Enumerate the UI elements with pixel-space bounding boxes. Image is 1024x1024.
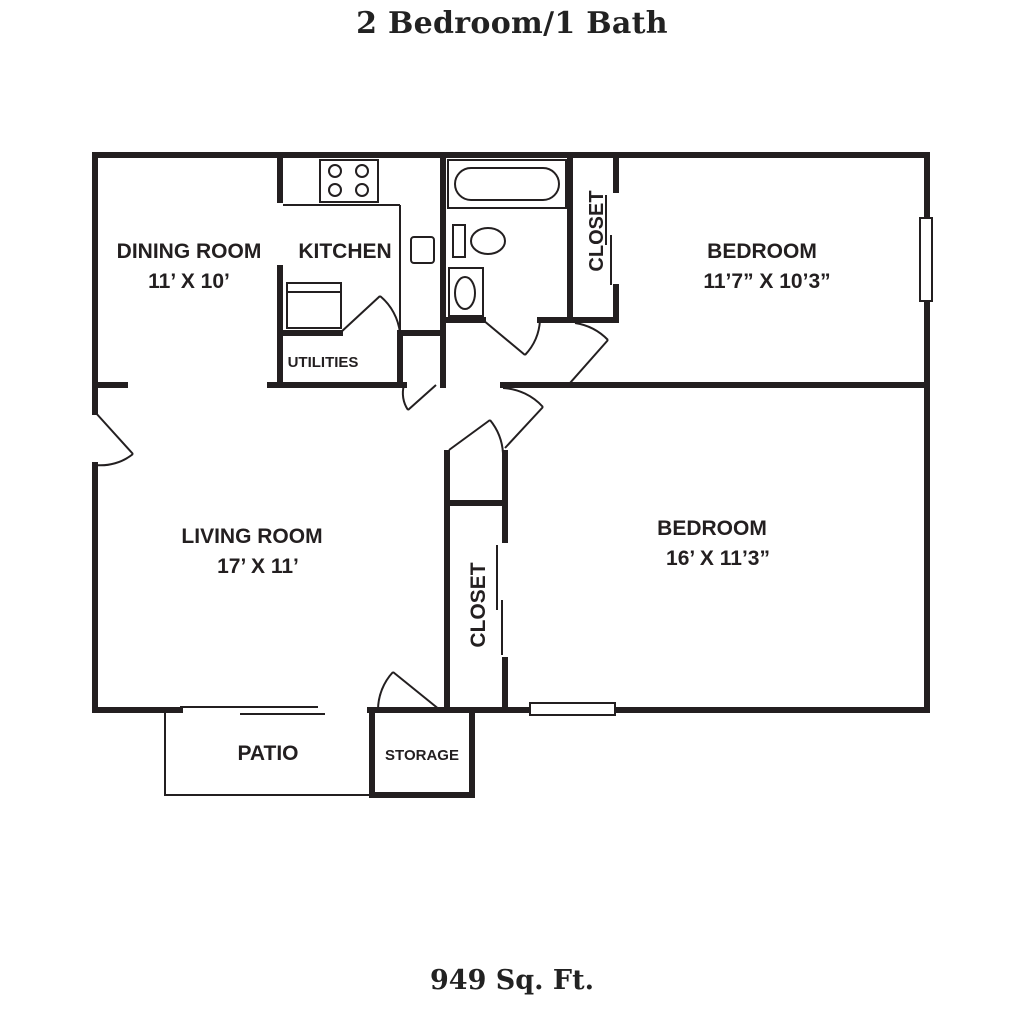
bedroom-top-size: 11’7” X 10’3” xyxy=(703,270,830,293)
closet-top-label: CLOSET xyxy=(586,190,608,271)
bathtub-icon xyxy=(447,159,567,209)
closet-mid-label: CLOSET xyxy=(467,562,490,647)
living-room-size: 17’ X 11’ xyxy=(217,555,299,578)
outer-walls xyxy=(92,152,930,713)
stove-icon xyxy=(319,159,379,203)
sink-icon xyxy=(448,267,484,317)
window-bottom xyxy=(529,702,616,716)
door-closet-mid xyxy=(448,419,504,454)
interior-walls xyxy=(92,152,930,713)
refrigerator-icon xyxy=(410,236,435,264)
patio-sliding-door xyxy=(180,706,325,715)
door-storage xyxy=(377,671,441,711)
door-bath xyxy=(482,319,541,356)
storage-label: STORAGE xyxy=(385,747,459,764)
door-kitchen xyxy=(339,295,401,334)
door-bedroom-main xyxy=(502,387,544,449)
patio-outline xyxy=(164,712,370,796)
kitchen-counter xyxy=(283,204,401,330)
dining-room-size: 11’ X 10’ xyxy=(148,270,230,293)
bedroom-main-label: BEDROOM xyxy=(657,517,767,540)
door-small-closet xyxy=(401,384,437,411)
dining-room-label: DINING ROOM xyxy=(117,240,262,263)
washer-dryer-icon xyxy=(286,282,342,329)
kitchen-label: KITCHEN xyxy=(298,240,391,263)
square-footage: 949 Sq. Ft. xyxy=(430,965,594,996)
storage-walls xyxy=(369,707,475,798)
window-right xyxy=(919,217,933,302)
bedroom-main-size: 16’ X 11’3” xyxy=(666,547,770,570)
door-entry xyxy=(94,411,134,467)
toilet-icon xyxy=(452,224,506,258)
door-bedroom-top xyxy=(569,322,609,384)
plan-title: 2 Bedroom/1 Bath xyxy=(356,6,668,41)
bedroom-top-label: BEDROOM xyxy=(707,240,817,263)
utilities-label: UTILITIES xyxy=(288,354,359,371)
outer-wall-top-and-right xyxy=(92,152,930,713)
living-room-label: LIVING ROOM xyxy=(181,525,322,548)
patio-label: PATIO xyxy=(237,742,298,765)
